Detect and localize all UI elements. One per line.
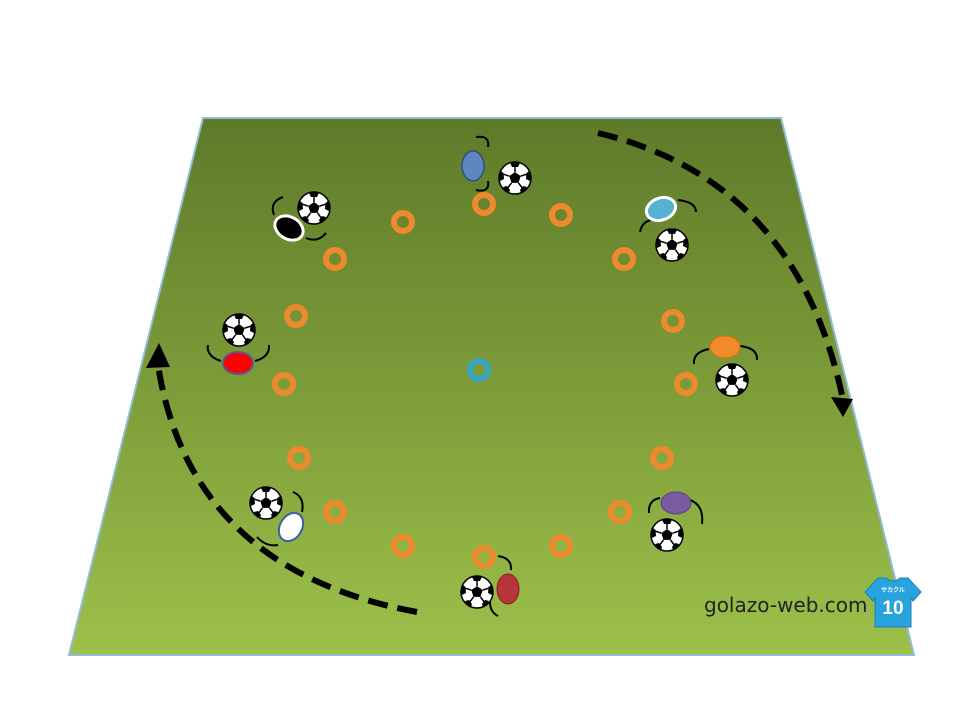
player-top-right [639,195,697,233]
player-top-left [271,196,327,242]
cone [549,534,573,558]
site-watermark: golazo-web.com [704,593,868,617]
cone [272,372,296,396]
center-cone [467,358,491,382]
cone [661,309,685,333]
cone [674,372,698,396]
cone [391,210,415,234]
player-bottom [489,555,520,617]
soccer-ball-icon [498,161,532,195]
cone [472,545,496,569]
cone [608,500,632,524]
player-right [692,335,759,365]
cone [323,247,347,271]
jersey-number: 10 [882,598,903,619]
soccer-ball-icon [650,518,684,552]
cone [650,446,674,470]
clockwise-arrow-right [597,130,853,417]
soccer-ball-icon [655,228,689,262]
cone [287,446,311,470]
soccer-ball-icon [297,191,331,225]
soccer-ball-icon [460,575,494,609]
player-left [206,344,271,375]
soccer-ball-icon [715,363,749,397]
soccer-ball-icon [249,486,283,520]
cone [323,500,347,524]
cone [549,203,573,227]
player-bottom-left [256,491,305,547]
player-top [461,135,490,192]
cone [612,247,636,271]
cone [472,192,496,216]
player-bottom-right [647,491,704,525]
cone-markers [272,192,698,569]
cone [391,534,415,558]
cone [284,304,308,328]
jersey-logo-icon: サカクル 10 [864,577,922,628]
clockwise-arrow-left [146,343,418,615]
jersey-label: サカクル [881,586,905,594]
soccer-ball-icon [222,313,256,347]
